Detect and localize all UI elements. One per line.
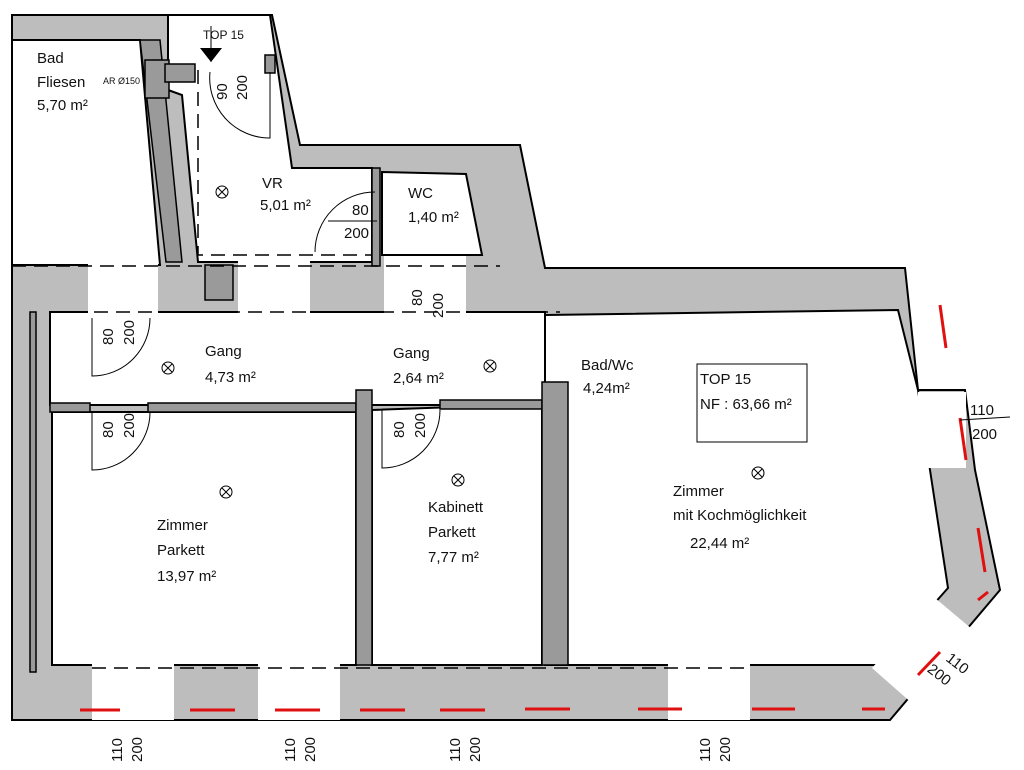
- room-area: 4,24m²: [583, 380, 630, 397]
- summary-box: [696, 363, 808, 443]
- room-floor: mit Kochmöglichkeit: [673, 507, 807, 524]
- door-swing: [381, 409, 441, 469]
- room-name: Bad/Wc: [581, 357, 634, 374]
- svg-text:110: 110: [109, 738, 126, 762]
- ceiling-line: [197, 70, 372, 256]
- room-area: 5,70 m²: [37, 97, 88, 114]
- room-name: Bad: [37, 50, 64, 67]
- ceiling-light-icon: [483, 359, 497, 373]
- svg-text:110: 110: [970, 402, 994, 419]
- room-name: Kabinett: [428, 499, 484, 516]
- svg-text:200: 200: [467, 737, 484, 762]
- room-wc: [381, 170, 484, 256]
- room-name: Zimmer: [673, 483, 724, 500]
- door-swing: [209, 71, 271, 139]
- room-name: Zimmer: [157, 517, 208, 534]
- svg-text:80: 80: [100, 328, 117, 345]
- svg-text:200: 200: [121, 320, 138, 345]
- room-area: 5,01 m²: [260, 197, 311, 214]
- inner-wall: [147, 402, 357, 413]
- annotation: AR Ø150: [103, 76, 140, 86]
- summary-area: NF : 63,66 m²: [700, 396, 792, 413]
- room-bad: [11, 39, 162, 266]
- inner-wall: [204, 264, 234, 301]
- room-area: 13,97 m²: [157, 568, 216, 585]
- window-opening: [258, 664, 340, 720]
- svg-text:200: 200: [717, 737, 734, 762]
- room-floor: Parkett: [157, 542, 205, 559]
- svg-text:110: 110: [697, 738, 714, 762]
- svg-text:80: 80: [100, 421, 117, 438]
- inner-wall: [371, 167, 381, 267]
- inner-wall: [355, 389, 373, 666]
- room-main: [544, 308, 950, 666]
- room-name: Gang: [205, 343, 242, 360]
- svg-text:200: 200: [412, 413, 429, 438]
- window-opening: [918, 392, 966, 468]
- window-opening: [668, 664, 750, 720]
- room-area: 7,77 m²: [428, 549, 479, 566]
- inner-wall: [29, 311, 37, 673]
- door-opening: [88, 262, 158, 316]
- room-name: Gang: [393, 345, 430, 362]
- room-area: 1,40 m²: [408, 209, 459, 226]
- svg-text:200: 200: [121, 413, 138, 438]
- svg-text:80: 80: [352, 202, 369, 219]
- room-area: 2,64 m²: [393, 370, 444, 387]
- room-area: 22,44 m²: [690, 535, 749, 552]
- window-opening: [872, 598, 985, 712]
- svg-text:200: 200: [234, 75, 251, 100]
- window-opening: [92, 664, 174, 720]
- ceiling-light-icon: [219, 485, 233, 499]
- inner-wall: [264, 54, 276, 74]
- ceiling-light-icon: [215, 185, 229, 199]
- svg-text:200: 200: [430, 293, 447, 318]
- room-area: 4,73 m²: [205, 369, 256, 386]
- entry-label: TOP 15: [203, 28, 244, 42]
- svg-text:200: 200: [129, 737, 146, 762]
- door-opening: [238, 260, 310, 316]
- svg-text:80: 80: [409, 289, 426, 306]
- inner-wall: [49, 402, 91, 413]
- light-icons: [161, 185, 765, 499]
- room-floor: Parkett: [428, 524, 476, 541]
- insulation-markers: [80, 304, 989, 712]
- summary-title: TOP 15: [700, 371, 751, 388]
- svg-text:110: 110: [282, 738, 299, 762]
- room-name: VR: [262, 175, 283, 192]
- svg-text:200: 200: [302, 737, 319, 762]
- svg-text:80: 80: [391, 421, 408, 438]
- door-swing: [314, 191, 376, 253]
- door-opening: [384, 256, 466, 316]
- room-floor: Fliesen: [37, 74, 85, 91]
- svg-text:200: 200: [972, 426, 997, 443]
- inner-wall: [164, 63, 196, 83]
- svg-text:200: 200: [344, 225, 369, 242]
- door-swing: [91, 317, 151, 377]
- ceiling-light-icon: [451, 473, 465, 487]
- inner-wall: [439, 399, 543, 410]
- room-zimmer: [51, 411, 357, 666]
- room-name: WC: [408, 185, 433, 202]
- ceiling-light-icon: [751, 466, 765, 480]
- svg-text:90: 90: [214, 83, 231, 100]
- inner-wall: [541, 381, 569, 666]
- door-swing: [91, 411, 151, 471]
- ceiling-light-icon: [161, 361, 175, 375]
- svg-text:110: 110: [447, 738, 464, 762]
